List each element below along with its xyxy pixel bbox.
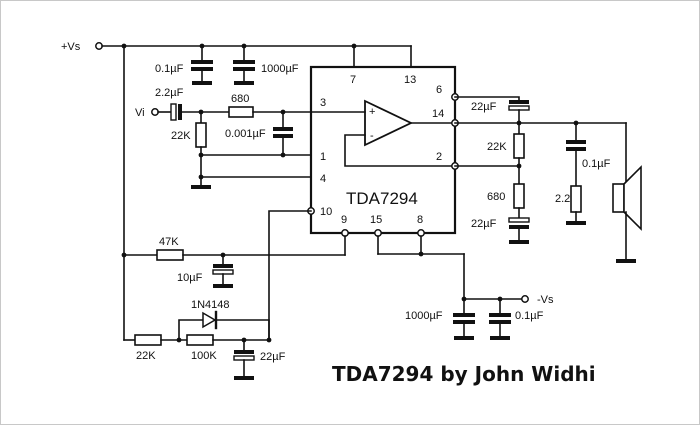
resistor-zobel-label: 2.2 [555,193,570,205]
resistor-feedback-2 [513,183,525,218]
pin-markers [307,93,459,237]
zobel-network [566,122,586,225]
pin-13: 13 [404,74,416,86]
opamp-plus: + [369,106,375,118]
cap-standby-label: 22µF [260,351,286,363]
positive-rail [95,42,412,341]
resistor-standby-2-label: 100K [191,350,217,362]
tda7294-chip [309,65,457,235]
input-label: Vi [135,107,145,119]
cap-top-small-label: 0.1µF [155,63,184,75]
cap-top-small [191,45,213,85]
cap-feedback-label: 22µF [471,218,497,230]
resistor-input-label: 680 [231,93,249,105]
pin-9: 9 [341,214,347,226]
loudspeaker [612,122,642,263]
bootstrap-cap [454,96,530,124]
resistor-bias-label: 22K [171,130,191,142]
cap-input-label: 2.2µF [155,87,184,99]
pin-4: 4 [320,173,326,185]
cap-negative-small [489,298,511,340]
chip-name: TDA7294 [346,189,418,208]
cap-negative-small-label: 0.1µF [515,310,544,322]
cap-negative-big [453,298,475,340]
output-line [454,120,627,126]
resistor-standby-1-label: 22K [136,350,156,362]
cap-negative-big-label: 1000µF [405,310,443,322]
negative-rail [377,235,529,303]
resistor-feedback [454,122,525,185]
standby-network [123,210,312,380]
bootstrap-cap-label: 22µF [471,101,497,113]
pin-6: 6 [436,84,442,96]
cap-top-big-label: 1000µF [261,63,299,75]
cap-zobel-label: 0.1µF [582,158,611,170]
positive-supply-label: +Vs [61,41,81,53]
cap-filter-label: 0.001µF [225,128,266,140]
resistor-mute-label: 47K [159,236,179,248]
opamp-minus: - [370,130,374,142]
resistor-input [228,106,312,118]
pin-14: 14 [432,108,444,120]
mute-network [121,235,346,288]
cap-mute-label: 10µF [177,272,203,284]
pin-3: 3 [320,97,326,109]
ground-connections [198,152,312,180]
resistor-feedback-label: 22K [487,141,507,153]
pin-7: 7 [350,74,356,86]
resistor-feedback-2-label: 680 [487,191,505,203]
diagram-title: TDA7294 by John Widhi [332,362,596,386]
pin-15: 15 [370,214,382,226]
cap-feedback [508,217,530,244]
pin-2: 2 [436,151,442,163]
negative-supply-label: -Vs [537,294,554,306]
pin-1: 1 [320,151,326,163]
opamp-symbol: + - [310,99,456,167]
pin-8: 8 [417,214,423,226]
cap-filter [273,111,293,156]
cap-input [157,103,230,121]
diode-label: 1N4148 [191,299,230,311]
cap-top-big [233,45,255,85]
pin-10: 10 [320,206,332,218]
